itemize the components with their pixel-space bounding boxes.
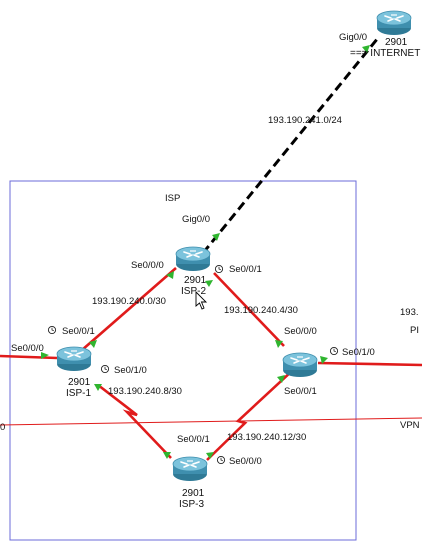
link-isp2-internet[interactable] (201, 37, 380, 254)
net-isp3-right: 193.190.240.12/30 (227, 432, 306, 443)
indicator-isp2-se000 (166, 271, 174, 279)
net-isp2-internet: 193.190.241.0/24 (268, 115, 342, 126)
link-isp1-isp3[interactable] (97, 383, 172, 459)
link-right-out[interactable] (317, 361, 422, 367)
indicator-right-se010 (320, 356, 328, 364)
edge-label-right-mid: PI (410, 325, 419, 336)
iface-right-se010: Se0/1/0 (342, 347, 375, 358)
indicator-isp3-se001 (163, 452, 171, 459)
router-isp3[interactable]: 2901 ISP-3 (172, 456, 208, 510)
vpn-line (0, 417, 422, 426)
indicator-isp1-left (41, 352, 49, 359)
iface-right-se000: Se0/0/0 (284, 326, 317, 337)
vpn-left-label: 0 (0, 422, 5, 433)
net-isp2-right: 193.190.240.4/30 (224, 305, 298, 316)
indicator-right-se000 (275, 340, 283, 348)
iface-internet-gig: Gig0/0 (339, 32, 367, 43)
router-isp1-model: 2901 (68, 377, 91, 388)
router-icon (376, 10, 412, 36)
clock-icon (47, 325, 57, 335)
clock-icon (100, 364, 110, 374)
router-isp2[interactable]: 2901 ISP-2 (175, 246, 211, 297)
link-indicators (41, 45, 370, 459)
indicator-isp2-gig (212, 233, 220, 241)
iface-right-se001: Se0/0/1 (284, 386, 317, 397)
clock-icon (216, 455, 226, 465)
link-isp2-isp1[interactable] (81, 267, 177, 351)
indicator-internet-gig (362, 45, 370, 53)
router-isp1[interactable]: 2901 ISP-1 (56, 346, 92, 399)
clock-icon (214, 264, 224, 274)
indicator-isp1-se010 (94, 384, 102, 391)
router-internet-model: 2901 (385, 37, 408, 48)
clock-icon (329, 346, 339, 356)
indicator-right-se001 (277, 375, 285, 383)
vpn-label: VPN (400, 420, 420, 431)
mouse-cursor-icon (195, 290, 208, 310)
iface-isp1-se001: Se0/0/1 (62, 326, 95, 337)
net-isp1-isp3: 193.190.240.8/30 (108, 386, 182, 397)
iface-isp2-se001: Se0/0/1 (229, 264, 262, 275)
indicator-isp3-se000 (206, 452, 214, 459)
router-isp2-model: 2901 (184, 275, 207, 286)
router-icon (175, 246, 211, 272)
router-internet[interactable]: 2901 === INTERNET (350, 10, 420, 59)
router-isp2-name: ISP-2 (181, 286, 206, 297)
link-isp2-right[interactable] (213, 272, 285, 347)
indicator-isp2-se001 (205, 280, 213, 287)
router-icon (282, 352, 318, 378)
link-isp1-left[interactable] (0, 354, 58, 360)
indicator-isp1-se001 (89, 340, 97, 348)
iface-isp2-gig: Gig0/0 (182, 214, 210, 225)
iface-isp2-se000: Se0/0/0 (131, 260, 164, 271)
isp-area-box (9, 180, 357, 541)
router-internet-name: === INTERNET (350, 48, 420, 59)
router-icon (56, 346, 92, 372)
router-icon (172, 456, 208, 482)
net-isp2-isp1: 193.190.240.0/30 (92, 296, 166, 307)
iface-isp1-se010: Se0/1/0 (114, 365, 147, 376)
iface-isp3-se000: Se0/0/0 (229, 456, 262, 467)
router-isp3-model: 2901 (182, 488, 205, 499)
router-right[interactable] (282, 352, 318, 378)
router-isp3-name: ISP-3 (179, 499, 204, 510)
iface-isp3-se001: Se0/0/1 (177, 434, 210, 445)
edge-label-right-top: 193. (400, 307, 419, 318)
router-isp1-name: ISP-1 (66, 388, 91, 399)
link-isp3-right[interactable] (206, 369, 294, 461)
isp-area-label: ISP (165, 193, 180, 204)
iface-isp1-left-se000: Se0/0/0 (11, 343, 44, 354)
